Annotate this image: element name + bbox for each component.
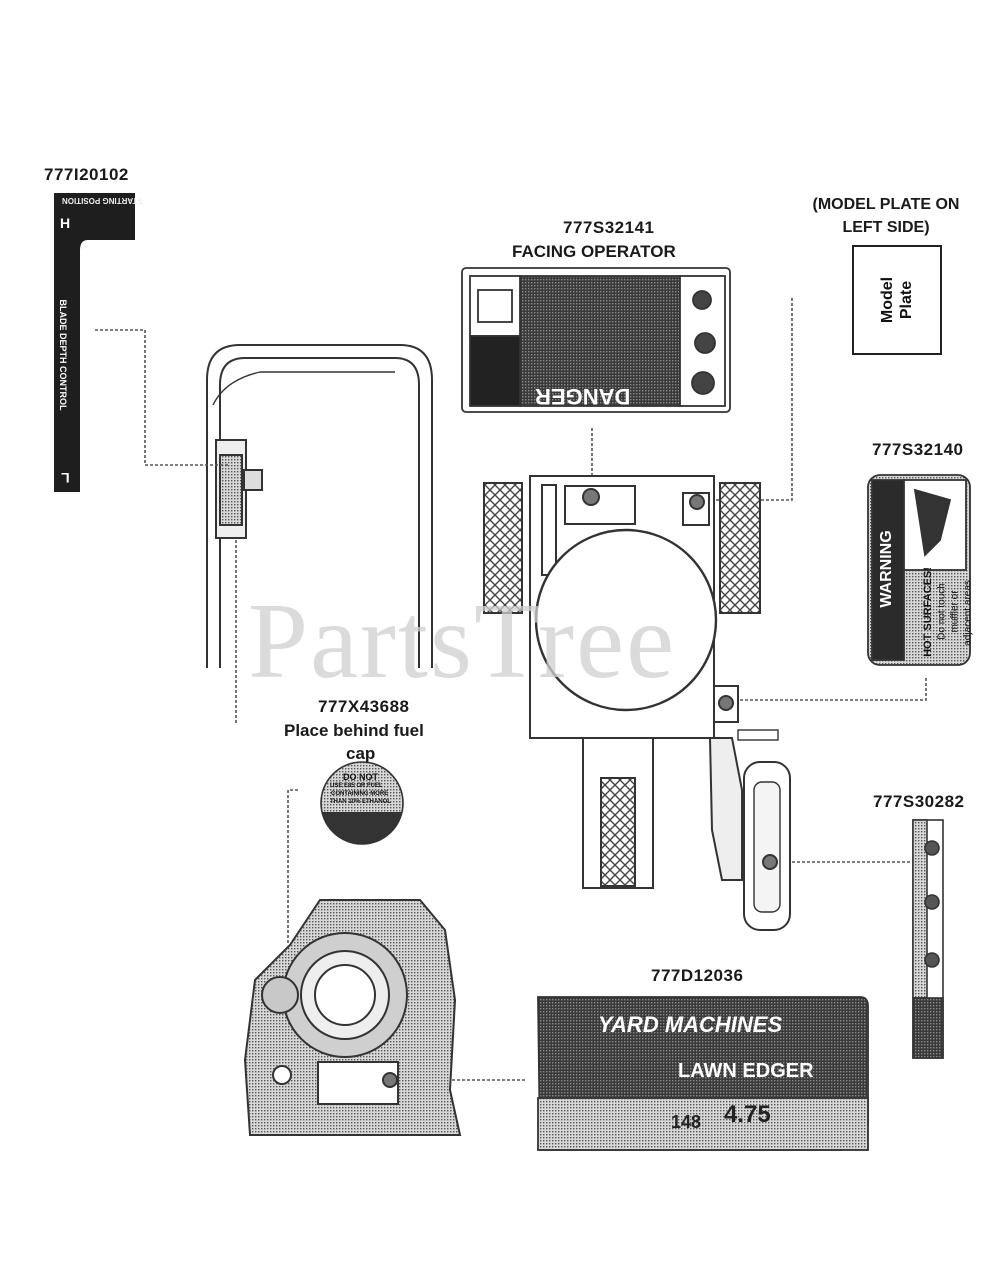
handle-decal-top-text: STARTING POSITION [62,196,143,205]
leader-lines [95,298,927,1081]
side-decal-graphic [912,819,944,1059]
edger-body [483,475,791,931]
fuel-decal-text: DO NOT [343,772,378,782]
fuel-decal-sub-1: USE E85 OR FUEL [330,783,383,789]
warning-decal-part-number[interactable]: 777S32140 [872,440,964,459]
danger-decal-graphic [461,267,731,413]
brand-decal-name: YARD MACHINES [598,1012,783,1037]
model-plate-line-2: Plate [898,280,915,320]
warning-decal-line-2: Do not touch [936,583,948,640]
brand-decal-graphic [537,996,869,1151]
parts-tree-watermark: PartsTree [248,582,677,701]
model-plate-text: Model Plate [878,277,916,323]
brand-decal-hp: 4.75 [724,1101,771,1128]
handle-decal-l: L [61,470,70,486]
handle-decal-part-number[interactable]: 777I20102 [44,165,129,184]
handle-decal-graphic [54,193,135,492]
fuel-decal-graphic [320,761,404,845]
warning-decal-heading: WARNING [878,530,895,608]
fuel-decal-location-line-2: cap [346,744,376,763]
handle-decal-text: BLADE DEPTH CONTROL [58,299,68,411]
fuel-decal-sub-3: THAN 10% ETHANOL [330,799,392,805]
side-decal-part-number[interactable]: 777S30282 [873,792,965,811]
fuel-decal-location-line-1: Place behind fuel [284,721,424,740]
handle-decal-h: H [60,215,71,231]
danger-decal-location: FACING OPERATOR [512,242,676,261]
engine [243,899,462,1136]
danger-decal-part-number[interactable]: 777S32141 [563,218,655,237]
brand-decal-part-number[interactable]: 777D12036 [651,966,744,985]
warning-decal-graphic [867,474,971,666]
edger-handle [206,344,433,668]
warning-decal-line-3: muffler or [949,590,961,633]
warning-decal-line-4: adjacent areas. [962,577,974,646]
model-plate-note-line: (MODEL PLATE ON LEFT SIDE) [796,193,976,239]
brand-decal-product: LAWN EDGER [678,1060,814,1082]
brand-decal-cc: 148 [671,1112,702,1132]
model-plate-line-1: Model [879,276,896,324]
model-plate-box[interactable]: Model Plate [852,245,942,355]
fuel-decal-part-number[interactable]: 777X43688 [318,697,410,716]
danger-decal-heading: DANGER [535,384,631,409]
fuel-decal-sub-2: CONTAINING MORE [331,791,389,797]
model-plate-note: (MODEL PLATE ON LEFT SIDE) [812,196,960,236]
warning-decal-line-1: HOT SURFACES! [922,567,934,657]
